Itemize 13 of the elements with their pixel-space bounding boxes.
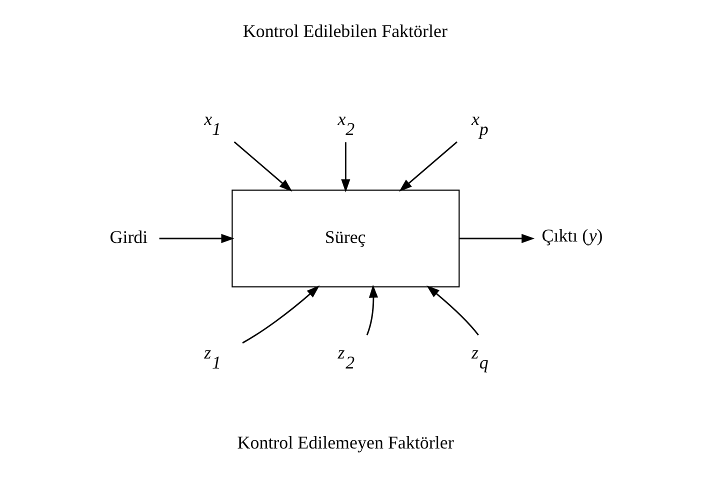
arrow <box>242 285 320 344</box>
node-box: Süreç <box>232 190 460 288</box>
node-text: Girdi <box>110 226 148 247</box>
arrow <box>426 286 479 336</box>
label: Kontrol Edilebilen Faktörler <box>242 21 448 42</box>
arrow <box>341 142 350 192</box>
arrow <box>460 234 535 244</box>
arrow <box>159 234 234 244</box>
arrow <box>366 284 378 336</box>
node-text: Çıktı (y) <box>542 226 603 246</box>
label: Kontrol Edilemeyen Faktörler <box>237 432 454 452</box>
arrow <box>399 141 458 192</box>
arrow <box>234 141 292 192</box>
